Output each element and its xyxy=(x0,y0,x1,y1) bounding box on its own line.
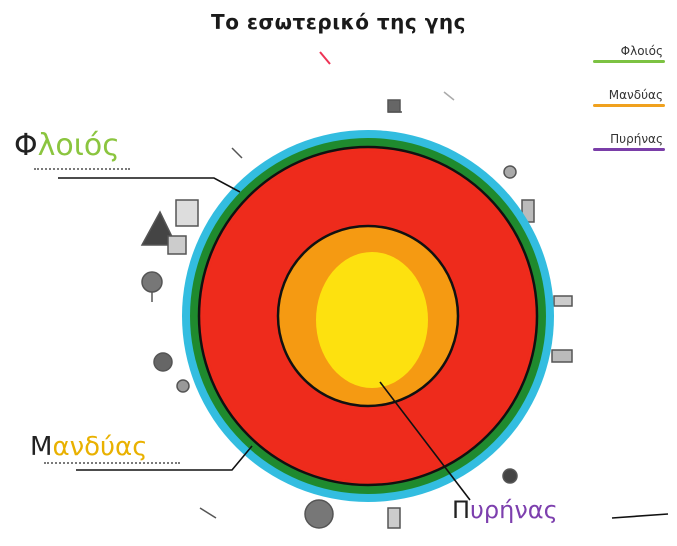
mantle-label-rest: ανδύας xyxy=(52,432,148,462)
legend-swatch-core xyxy=(593,148,665,151)
tree-doodle xyxy=(141,271,163,293)
building-doodle xyxy=(167,235,187,255)
legend-swatch-mantle xyxy=(593,104,665,107)
legend-label-core: Πυρήνας xyxy=(610,132,663,146)
legend-item-mantle: Μανδύας xyxy=(559,88,669,132)
pointer-lines xyxy=(58,177,669,519)
legend-item-crust: Φλοιός xyxy=(559,44,669,88)
diagram-title: Το εσωτερικό της γης xyxy=(211,10,466,34)
core-pointer xyxy=(379,381,471,501)
house-doodle xyxy=(175,199,199,227)
crust-label-prefix: Φ xyxy=(14,128,38,163)
person-doodle xyxy=(387,507,401,529)
crust-label-underline xyxy=(34,168,130,170)
core-label-prefix: Π xyxy=(452,496,471,524)
truck-doodle xyxy=(551,349,573,363)
legend: Φλοιός Μανδύας Πυρήνας xyxy=(559,44,669,176)
inner-core xyxy=(316,252,428,388)
flower-doodle xyxy=(503,165,517,179)
core-label-rest: υρήνας xyxy=(470,496,558,524)
core-label: Πυρήνας xyxy=(452,496,558,524)
crust-label-rest: λοιός xyxy=(37,128,120,163)
legend-label-mantle: Μανδύας xyxy=(608,88,663,102)
mantle-label: Μανδύας xyxy=(30,432,147,462)
legend-label-crust: Φλοιός xyxy=(620,44,663,58)
bush-doodle xyxy=(176,379,190,393)
crust-pointer xyxy=(58,177,241,193)
mantle-label-prefix: Μ xyxy=(30,432,53,462)
mantle-pointer xyxy=(76,445,253,471)
mantle-label-underline xyxy=(44,462,180,464)
legend-swatch-crust xyxy=(593,60,665,63)
figure-doodle xyxy=(387,99,401,113)
ball-doodle xyxy=(502,468,518,484)
car-doodle xyxy=(553,295,573,307)
crust-label: Φλοιός xyxy=(14,128,120,163)
tree-doodle-2 xyxy=(153,352,173,372)
legend-item-core: Πυρήνας xyxy=(559,132,669,176)
rock-doodle xyxy=(304,499,334,529)
core-pointer-tail xyxy=(611,513,669,519)
surface-doodles xyxy=(140,51,573,529)
